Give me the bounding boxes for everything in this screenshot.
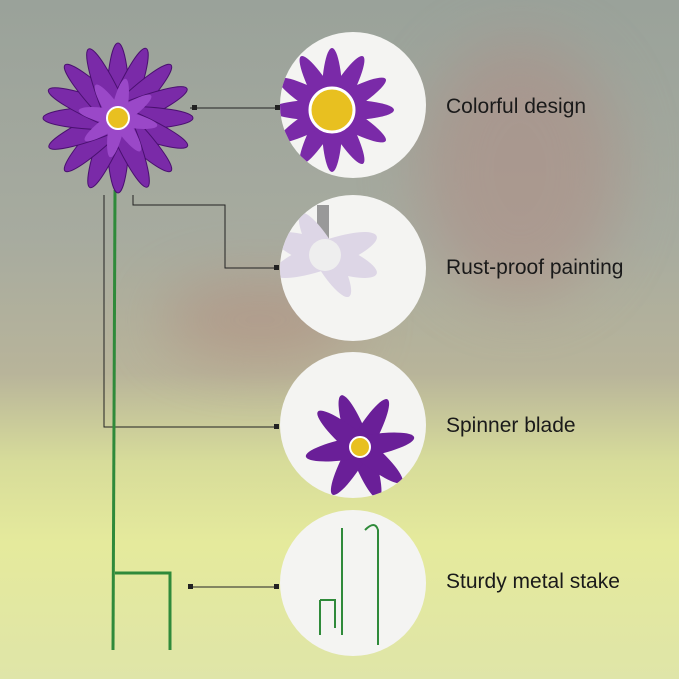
- flower-icon: [42, 42, 194, 194]
- feature-image-colorful-design: [280, 32, 426, 178]
- stake-icon: [111, 189, 172, 651]
- feature-label-metal-stake: Sturdy metal stake: [446, 570, 620, 593]
- feature-label-spinner-blade: Spinner blade: [446, 414, 576, 437]
- connector-dots: [188, 105, 280, 589]
- background-blur-house: [420, 40, 620, 300]
- feature-label-colorful-design: Colorful design: [446, 95, 587, 118]
- feature-label-rust-proof: Rust-proof painting: [446, 256, 624, 279]
- feature-image-rust-proof: [280, 195, 426, 341]
- feature-image-spinner-blade: [280, 352, 426, 498]
- connector-lines: [103, 107, 280, 588]
- feature-image-metal-stake: [280, 510, 426, 656]
